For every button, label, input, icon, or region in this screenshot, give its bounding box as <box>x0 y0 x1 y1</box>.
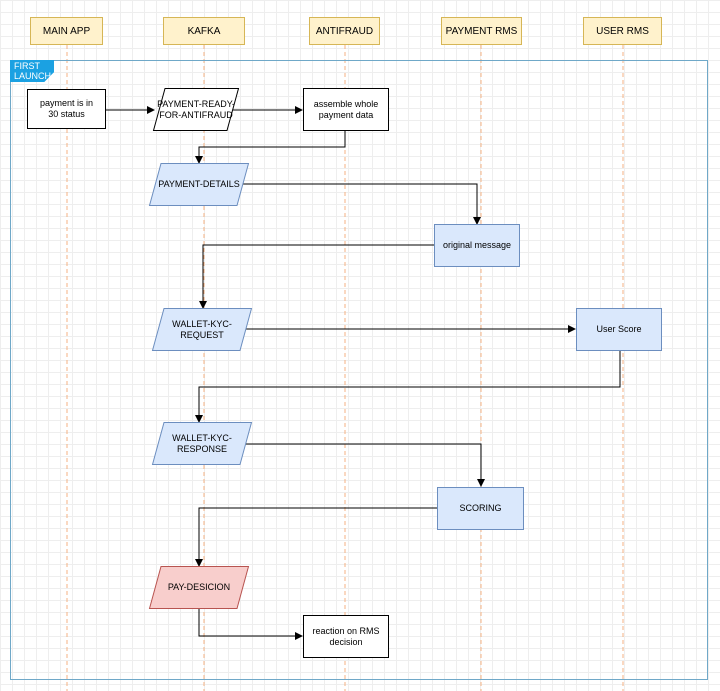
edge-userscore-to-response <box>195 351 621 423</box>
parallelogram-shape <box>148 163 250 206</box>
parallelogram-shape <box>151 422 253 465</box>
node-reaction[interactable]: reaction on RMS decision <box>303 615 389 658</box>
edges <box>106 106 621 640</box>
edge-decision-to-reaction <box>198 609 303 640</box>
node-payment-ready-label: PAYMENT-READY- FOR-ANTIFRAUD <box>157 98 235 120</box>
parallelogram-shape <box>152 88 240 131</box>
parallelogram-shape <box>151 308 253 351</box>
edge-original-to-request <box>199 244 434 309</box>
node-payment-details-label: PAYMENT-DETAILS <box>158 179 240 189</box>
edge-response-to-scoring <box>244 443 485 487</box>
node-wallet-kyc-request[interactable]: WALLET-KYC-REQUEST <box>151 308 253 351</box>
edge-details-to-original <box>238 183 481 225</box>
lifelines <box>66 45 624 691</box>
node-wallet-kyc-response[interactable]: WALLET-KYC- RESPONSE <box>151 422 253 465</box>
parallelogram-shape <box>148 566 250 609</box>
edge-assemble-to-details <box>195 131 346 164</box>
node-wallet-kyc-response-label: WALLET-KYC- RESPONSE <box>172 432 232 454</box>
lane-header-payment-rms[interactable]: PAYMENT RMS <box>441 17 522 45</box>
lane-header-antifraud[interactable]: ANTIFRAUD <box>309 17 380 45</box>
lane-header-kafka[interactable]: KAFKA <box>163 17 245 45</box>
node-payment-status[interactable]: payment is in 30 status <box>27 89 106 129</box>
node-pay-desicion-label: PAY-DESICION <box>167 582 231 592</box>
node-wallet-kyc-request-label: WALLET-KYC-REQUEST <box>172 318 232 340</box>
first-launch-frame <box>10 60 708 680</box>
edge-scoring-to-decision <box>195 507 437 567</box>
lane-header-main-app[interactable]: MAIN APP <box>30 17 103 45</box>
node-assemble[interactable]: assemble whole payment data <box>303 88 389 131</box>
node-payment-ready[interactable]: PAYMENT-READY- FOR-ANTIFRAUD <box>152 88 240 131</box>
lane-header-user-rms[interactable]: USER RMS <box>583 17 662 45</box>
node-original-message[interactable]: original message <box>434 224 520 267</box>
node-user-score[interactable]: User Score <box>576 308 662 351</box>
node-scoring[interactable]: SCORING <box>437 487 524 530</box>
frame-label: FIRST LAUNCH <box>10 60 54 82</box>
node-pay-desicion[interactable]: PAY-DESICION <box>148 566 250 609</box>
node-payment-details[interactable]: PAYMENT-DETAILS <box>148 163 250 206</box>
